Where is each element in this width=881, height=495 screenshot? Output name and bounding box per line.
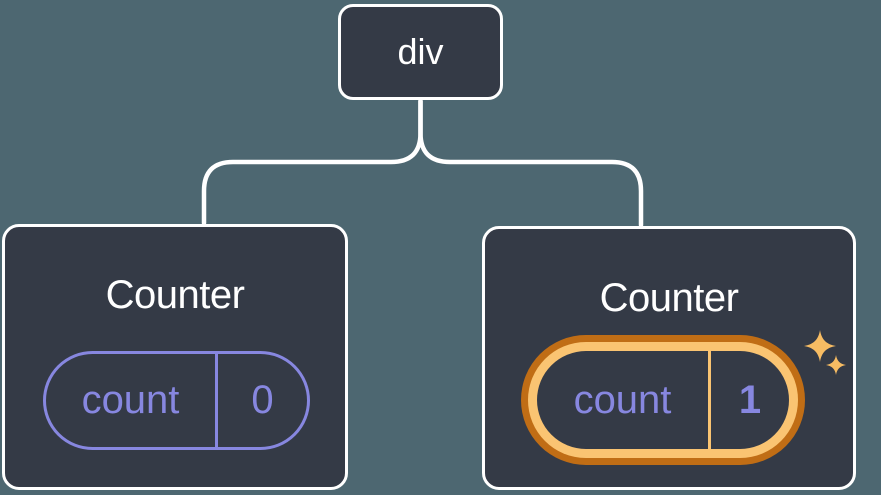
card-title: Counter	[105, 273, 245, 317]
counter-card-right: Counter count 1	[482, 226, 856, 490]
state-value-cell: 0	[218, 354, 307, 447]
counter-card-left: Counter count 0	[2, 224, 348, 490]
state-key-cell: count	[537, 351, 711, 449]
connector-left-branch	[201, 98, 423, 226]
state-key-label: count	[573, 377, 672, 422]
root-node-label: div	[397, 31, 444, 72]
sparkle-large-icon	[804, 330, 836, 362]
card-title: Counter	[599, 276, 739, 320]
root-node: div	[338, 4, 503, 100]
connector-right-branch	[418, 98, 644, 228]
state-pill: count 0	[43, 351, 310, 450]
sparkles-icon	[804, 330, 846, 375]
state-key-cell: count	[46, 354, 218, 447]
state-value: 0	[251, 378, 274, 422]
state-highlight-ring: count 1	[521, 335, 805, 465]
sparkle-small-icon	[826, 355, 846, 375]
state-pill-highlighted: count 1	[537, 351, 789, 449]
state-value-cell: 1	[711, 351, 789, 449]
state-key-label: count	[81, 378, 180, 422]
state-value: 1	[738, 377, 762, 422]
